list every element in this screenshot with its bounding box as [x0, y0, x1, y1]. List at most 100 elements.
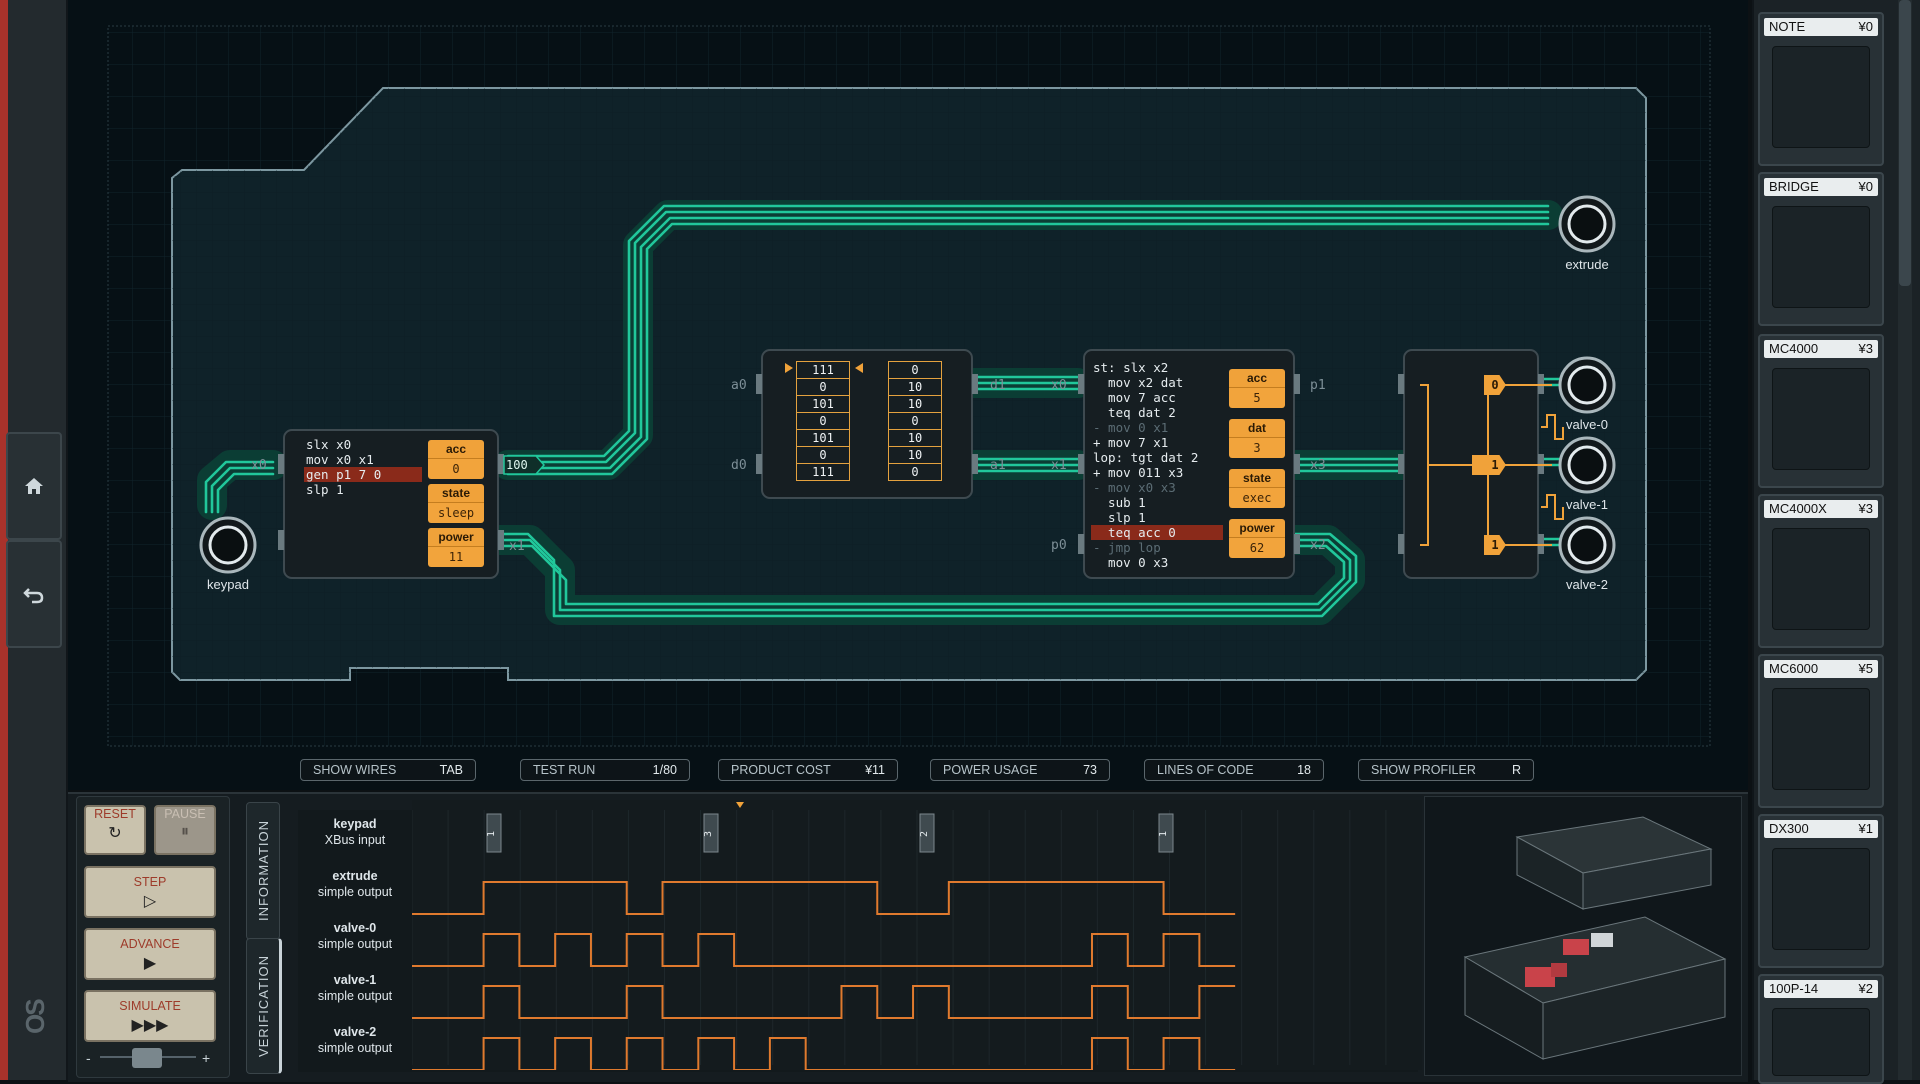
lines-of-code-value: 18 — [1297, 763, 1311, 777]
part-header: 100P-14¥2 — [1764, 980, 1878, 998]
part-mc4000x[interactable]: MC4000X¥3 — [1758, 494, 1884, 648]
device-preview — [1424, 796, 1742, 1076]
code-line: teq acc 0 — [1091, 525, 1223, 540]
speed-minus[interactable]: - — [86, 1050, 91, 1066]
tab-verification[interactable]: VERIFICATION — [246, 938, 282, 1074]
part-mc4000[interactable]: MC4000¥3 — [1758, 334, 1884, 488]
ram-pointer-left-icon — [785, 363, 793, 373]
printer-illustration — [1463, 816, 1727, 1060]
keypad-event-value: 1 — [486, 831, 497, 837]
io-valve-1[interactable] — [1558, 436, 1616, 494]
io-extrude[interactable] — [1558, 195, 1616, 253]
pause-icon: ⏸ — [180, 823, 189, 840]
keypad-event: 1 — [1158, 813, 1174, 853]
part-100p-14[interactable]: 100P-14¥2 — [1758, 974, 1884, 1084]
parts-scrollbar-thumb[interactable] — [1899, 0, 1911, 286]
ram-cell: 10 — [888, 379, 942, 396]
part-cost: ¥0 — [1858, 179, 1873, 194]
code-line: mov x0 x1 — [306, 452, 374, 467]
timeline-cursor — [736, 802, 744, 808]
code-line: mov x2 dat — [1093, 375, 1184, 390]
part-name: MC4000 — [1769, 341, 1819, 356]
port-label-d1: d1 — [990, 378, 1006, 393]
pause-button[interactable]: PAUSE ⏸ — [154, 805, 216, 855]
logo: OS — [20, 1000, 50, 1034]
register-value: 62 — [1229, 537, 1285, 558]
left-accent-bar — [0, 0, 8, 1080]
p1-value-tag — [503, 455, 546, 475]
register-label: state — [1229, 469, 1285, 487]
part-dx300[interactable]: DX300¥1 — [1758, 814, 1884, 968]
code-line: - mov 0 x1 — [1093, 420, 1169, 435]
register-label: dat — [1229, 419, 1285, 437]
product-cost-label: PRODUCT COST — [731, 763, 831, 777]
timeline-row-type: simple output — [317, 1041, 393, 1055]
speed-plus[interactable]: + — [202, 1050, 211, 1066]
reset-button[interactable]: RESET ↻ — [84, 805, 146, 855]
timeline-row-type: simple output — [317, 885, 393, 899]
code-line: - jmp lop — [1093, 540, 1161, 555]
show-profiler-toggle[interactable]: SHOW PROFILER R — [1358, 759, 1534, 781]
part-bridge[interactable]: BRIDGE ¥0 — [1758, 172, 1884, 326]
part-name: MC6000 — [1769, 661, 1819, 676]
product-cost-value: ¥11 — [865, 763, 885, 777]
part-thumbnail — [1772, 46, 1870, 148]
ram-cell: 10 — [888, 447, 942, 464]
demux-output-value: 1 — [1484, 535, 1506, 555]
show-wires-label: SHOW WIRES — [313, 763, 397, 777]
step-label: STEP — [133, 875, 167, 889]
io-valve-2[interactable] — [1558, 516, 1616, 574]
port-label-x2: x2 — [1310, 538, 1326, 553]
keypad-event: 1 — [486, 813, 502, 853]
keypad-event: 2 — [919, 813, 935, 853]
part-header: NOTE¥0 — [1764, 18, 1878, 36]
ram-pointer-right-icon — [855, 363, 863, 373]
circuit-board — [68, 0, 1748, 790]
part-cost: ¥3 — [1858, 501, 1873, 516]
speed-slider[interactable]: - + — [86, 1048, 214, 1068]
advance-button[interactable]: ADVANCE ▶ — [84, 928, 216, 980]
lines-of-code-box: LINES OF CODE 18 — [1144, 759, 1324, 781]
timeline-row-type: simple output — [317, 989, 393, 1003]
right-node-code[interactable]: st: slx x2 mov x2 dat mov 7 acc teq dat … — [1091, 360, 1223, 570]
part-thumbnail — [1772, 1008, 1870, 1076]
product-cost-box: PRODUCT COST ¥11 — [718, 759, 898, 781]
signal-valve-2 — [412, 1037, 1236, 1070]
part-name: 100P-14 — [1769, 981, 1819, 996]
port-label-a0: a0 — [731, 378, 747, 393]
label-valve-1: valve-1 — [1566, 497, 1608, 512]
code-line: lop: tgt dat 2 — [1093, 450, 1199, 465]
ram-cell: 0 — [796, 447, 850, 464]
speed-handle[interactable] — [132, 1048, 162, 1068]
part-thumbnail — [1772, 688, 1870, 790]
show-wires-toggle[interactable]: SHOW WIRES TAB — [300, 759, 476, 781]
register-label: acc — [428, 440, 484, 458]
part-header: MC6000¥5 — [1764, 660, 1878, 678]
pause-label: PAUSE — [164, 807, 206, 821]
part-cost: ¥1 — [1858, 821, 1873, 836]
home-button[interactable] — [6, 432, 62, 540]
step-icon: ▷ — [143, 893, 157, 910]
part-mc6000[interactable]: MC6000¥5 — [1758, 654, 1884, 808]
power-usage-box: POWER USAGE 73 — [930, 759, 1110, 781]
simulate-button[interactable]: SIMULATE ▶▶▶ — [84, 990, 216, 1042]
tab-information[interactable]: INFORMATION — [246, 802, 280, 940]
part-note[interactable]: NOTE¥0 — [1758, 12, 1884, 166]
io-keypad[interactable] — [199, 516, 257, 574]
io-valve-0[interactable] — [1558, 356, 1616, 414]
part-name: BRIDGE — [1769, 179, 1819, 194]
undo-button[interactable] — [6, 540, 62, 648]
label-extrude: extrude — [1565, 257, 1609, 272]
register-value: 0 — [428, 458, 484, 479]
step-button[interactable]: STEP ▷ — [84, 866, 216, 918]
port-label-x0: x0 — [251, 458, 267, 473]
code-line: - mov x0 x3 — [1093, 480, 1176, 495]
port-label-x3: x3 — [1310, 458, 1326, 473]
